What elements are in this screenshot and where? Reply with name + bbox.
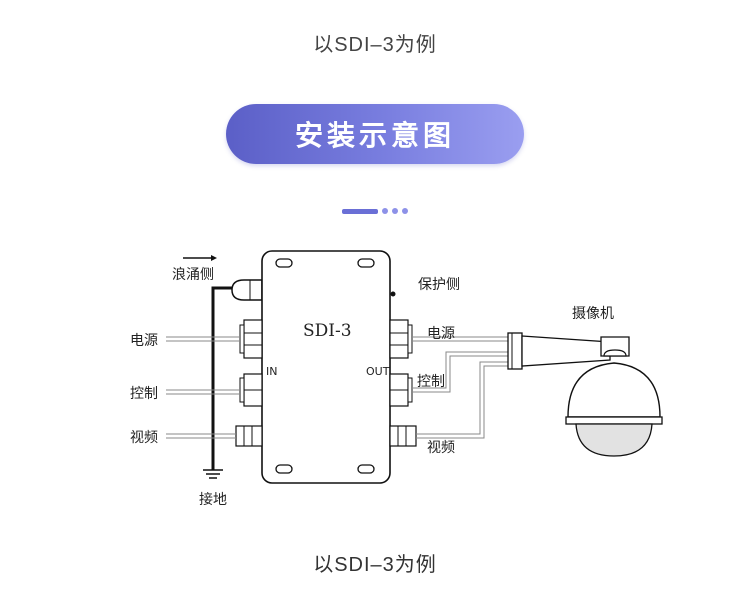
top-caption: 以SDI–3为例 [313,34,437,56]
device-model-label: SDI-3 [303,321,352,341]
surge-arrow-icon [183,255,217,261]
divider-dot [382,208,388,214]
title-text: 安装示意图 [294,120,455,151]
right-control-terminal [389,373,413,407]
left-video-label: 视频 [130,430,158,446]
right-control-label: 控制 [417,374,445,390]
title-banner: 安装示意图 [226,104,524,164]
left-control-terminal [239,373,263,407]
bottom-caption: 以SDI–3为例 [313,554,437,576]
right-video-connector [389,425,417,447]
divider-bar [342,208,378,214]
divider-dot [392,208,398,214]
camera-label: 摄像机 [572,306,614,322]
ground-label: 接地 [199,491,227,508]
right-power-terminal [389,319,413,359]
surge-side-label: 浪涌侧 [172,267,214,283]
right-wires [412,336,508,439]
left-power-label: 电源 [130,333,158,349]
decorative-divider [342,208,408,214]
divider-dot [402,208,408,214]
left-video-connector [235,425,263,447]
dome-camera-icon [507,332,663,457]
ground-terminal [231,279,263,301]
left-control-label: 控制 [130,386,158,402]
right-power-label: 电源 [427,326,455,342]
protect-side-label: 保护侧 [418,277,460,293]
ground-wire [203,286,238,479]
right-video-label: 视频 [427,440,455,456]
left-wires [166,336,240,439]
device-body [261,250,396,484]
left-power-terminal [239,319,263,359]
port-out-label: OUT [366,365,390,378]
port-in-label: IN [266,365,277,378]
